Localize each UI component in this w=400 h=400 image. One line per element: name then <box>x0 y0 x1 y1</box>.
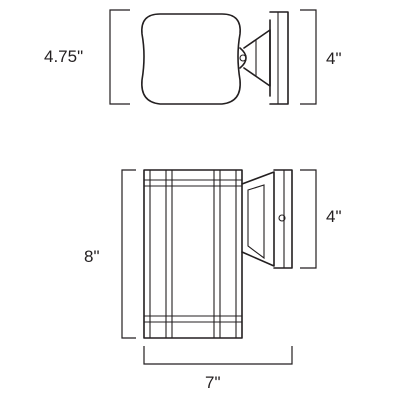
front-mount-bracket <box>300 169 317 269</box>
top-lamp-head <box>141 13 241 105</box>
front-wall-plate <box>273 169 293 269</box>
front-height-label: 8" <box>84 247 100 266</box>
front-depth-bracket <box>143 346 293 365</box>
top-mount-bracket <box>300 9 317 105</box>
front-screw <box>278 214 286 222</box>
top-height-label: 4.75" <box>44 47 83 66</box>
front-body <box>143 169 243 339</box>
front-view <box>143 169 293 339</box>
front-mount-arm <box>241 171 275 267</box>
top-height-bracket <box>109 9 130 105</box>
front-height-bracket <box>121 169 136 339</box>
top-view <box>141 11 289 105</box>
front-mount-label: 4" <box>326 207 342 226</box>
top-joint-screw <box>239 54 247 62</box>
front-arm-inner <box>247 184 265 260</box>
top-mount-arm <box>243 29 271 87</box>
top-wall-plate-face <box>269 11 289 105</box>
front-depth-label: 7" <box>205 373 221 392</box>
top-knuckle <box>239 47 247 69</box>
top-mount-label: 4" <box>326 49 342 68</box>
